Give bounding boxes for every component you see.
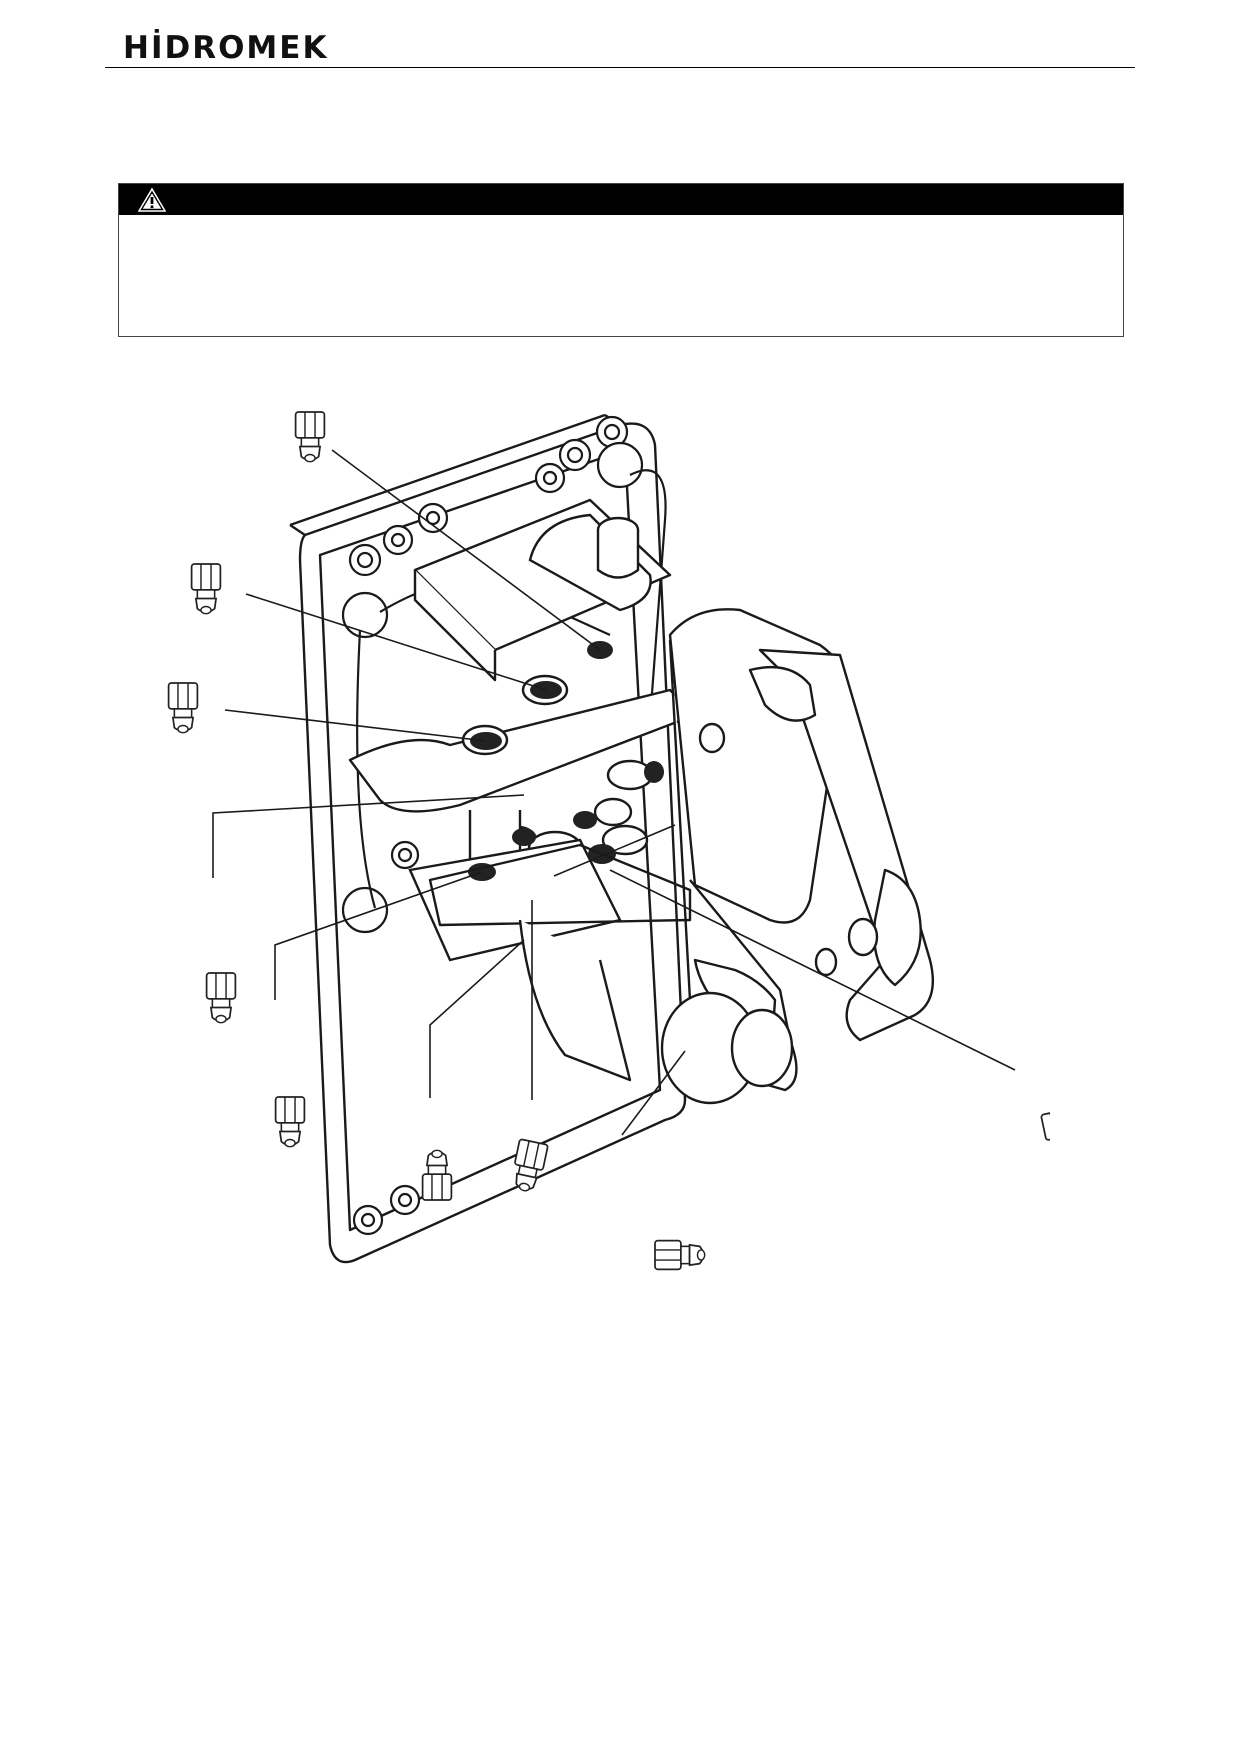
page-header: HİDROMEK [105,28,1135,68]
brand-logo: HİDROMEK [123,30,329,66]
header-rule [105,67,1135,68]
warning-triangle-icon [137,187,167,212]
warning-box [118,183,1124,337]
quick-coupler-lubrication-diagram [167,411,1050,1271]
warning-header-bar [119,184,1123,215]
